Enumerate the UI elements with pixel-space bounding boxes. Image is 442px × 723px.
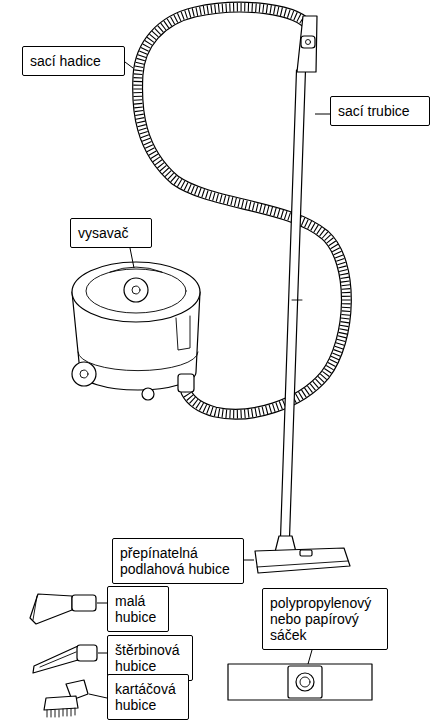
vacuum-lid-rim: [86, 269, 186, 313]
vacuum-inlet: [178, 374, 194, 392]
nozzle-switch: [300, 550, 312, 556]
tube-joint: [292, 300, 302, 301]
label-box: sací hadice: [22, 46, 125, 76]
vacuum-rear-wheel: [72, 362, 96, 386]
label-box: přepínatelná podlahová hubice: [112, 538, 244, 584]
part-name: malá hubice: [115, 593, 161, 625]
part-name: polypropylenový nebo papírový sáček: [270, 595, 380, 643]
vacuum-lid: [72, 262, 200, 322]
label-box: polypropylenový nebo papírový sáček: [262, 588, 388, 650]
leader-floor-nozzle: [244, 560, 254, 561]
nozzle-bumper: [257, 561, 348, 567]
floor-nozzle: [255, 536, 350, 573]
label-box: sací trubice: [330, 96, 430, 126]
part-name: přepínatelná podlahová hubice: [120, 545, 236, 577]
tube-body: [281, 70, 306, 538]
leader-small-nozzle: [97, 603, 107, 604]
part-name: vysavač: [78, 225, 144, 241]
part-name: sací trubice: [338, 103, 422, 119]
small-nozzle: [30, 594, 96, 624]
crevice-nozzle-neck: [77, 645, 97, 661]
crevice-nozzle-edge: [40, 652, 76, 667]
suction-tube: [281, 16, 318, 538]
crevice-nozzle: [33, 645, 97, 673]
tube-slider-dot: [306, 40, 311, 45]
vacuum-rear-hub: [80, 370, 88, 378]
vacuum-lid-handle: [110, 267, 162, 272]
dust-bag: [228, 664, 372, 700]
label-box: malá hubice: [107, 586, 169, 632]
vacuum-lid-knob: [124, 278, 148, 302]
part-name: štěrbinová hubice: [115, 642, 185, 674]
label-box: kartáčová hubice: [107, 674, 189, 720]
leader-crevice-nozzle: [98, 653, 107, 654]
vacuum-cleaner: [72, 262, 200, 400]
tube-slider: [301, 36, 315, 48]
crevice-nozzle-body: [33, 646, 78, 673]
leader-hose: [125, 62, 133, 68]
vacuum-lid-dot: [132, 286, 140, 294]
leader-brush-nozzle: [89, 694, 107, 698]
small-nozzle-mouth: [30, 594, 72, 624]
part-name: sací hadice: [30, 53, 117, 69]
small-nozzle-neck: [72, 595, 96, 611]
vacuum-front-wheel: [142, 388, 154, 400]
bag-body: [228, 664, 372, 700]
label-box: vysavač: [70, 218, 152, 248]
leader-bag: [308, 650, 312, 664]
small-nozzle-edge: [33, 596, 37, 620]
leader-vacuum: [130, 248, 134, 268]
vacuum-clip: [176, 316, 190, 350]
bag-hole-inner: [300, 677, 310, 687]
bag-plate: [288, 666, 322, 698]
vacuum-bumper: [78, 352, 198, 371]
tube-handle: [297, 16, 317, 72]
brush-nozzle: [44, 680, 88, 717]
brush-bristles: [47, 708, 75, 717]
leader-tube: [315, 114, 330, 115]
nozzle-head: [255, 548, 350, 573]
part-name: kartáčová hubice: [115, 681, 181, 713]
brush-nozzle-head: [44, 696, 78, 710]
bag-hole: [296, 673, 314, 691]
